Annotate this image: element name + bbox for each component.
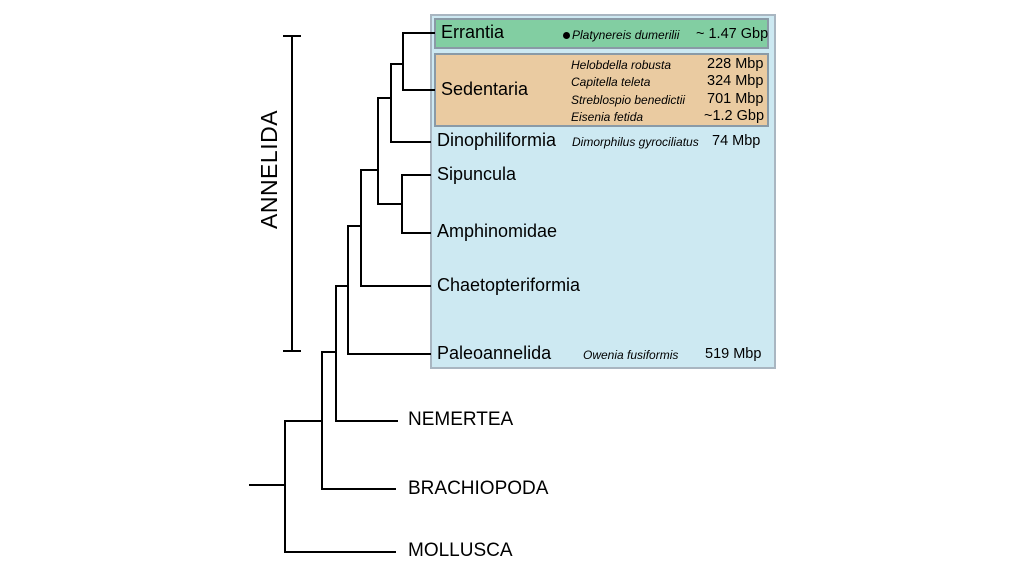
mollusca-label: MOLLUSCA	[408, 540, 513, 561]
sedentaria-genome: 701 Mbp	[707, 91, 764, 107]
chaetopteriformia-label: Chaetopteriformia	[437, 275, 581, 295]
paleoannelida-species: Owenia fusiformis	[583, 348, 679, 362]
sedentaria-genome: ~1.2 Gbp	[704, 108, 765, 124]
errantia-genome: ~ 1.47 Gbp	[696, 26, 769, 42]
sedentaria-box	[434, 53, 769, 127]
nemertea-label: NEMERTEA	[408, 409, 514, 430]
dinophiliformia-species: Dimorphilus gyrociliatus	[572, 135, 699, 149]
sedentaria-species: Helobdella robusta	[571, 58, 672, 72]
errantia-species: Platynereis dumerilii	[572, 28, 680, 42]
paleoannelida-genome: 519 Mbp	[705, 346, 762, 362]
sedentaria-genome: 228 Mbp	[707, 56, 764, 72]
sedentaria-species: Streblospio benedictii	[571, 93, 686, 107]
sedentaria-species: Capitella teleta	[571, 75, 651, 89]
errantia-label: Errantia	[441, 22, 505, 42]
dinophiliformia-genome: 74 Mbp	[712, 133, 761, 149]
sedentaria-genome: 324 Mbp	[707, 73, 764, 89]
paleoannelida-label: Paleoannelida	[437, 343, 552, 363]
sedentaria-species: Eisenia fetida	[571, 110, 644, 124]
dinophiliformia-label: Dinophiliformia	[437, 130, 557, 150]
sipuncula-label: Sipuncula	[437, 164, 517, 184]
brachiopoda-label: BRACHIOPODA	[408, 478, 549, 499]
bullet-dot-icon	[563, 32, 570, 39]
amphinomidae-label: Amphinomidae	[437, 221, 558, 241]
errantia-box	[434, 18, 769, 49]
annelida-label: ANNELIDA	[256, 109, 282, 229]
sedentaria-label: Sedentaria	[441, 79, 529, 99]
